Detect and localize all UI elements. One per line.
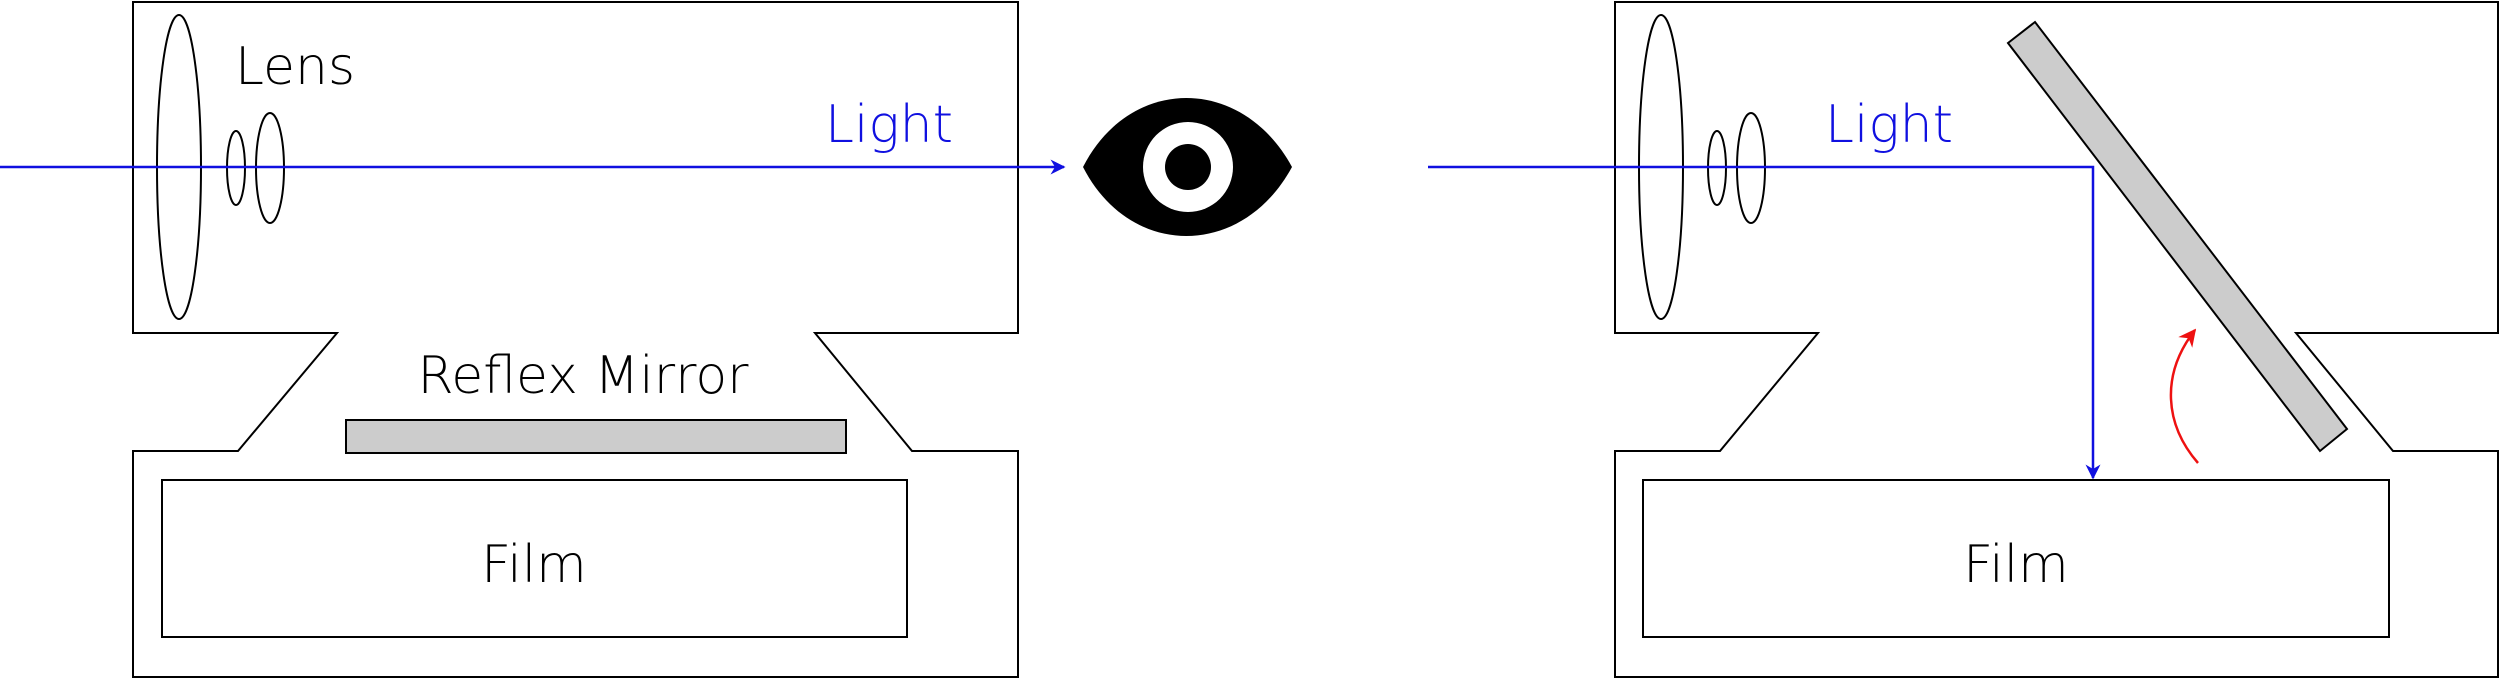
light-label: Light <box>825 95 953 155</box>
light-ray <box>1428 165 2101 480</box>
left-camera: Lens Light Reflex Mirror Film <box>0 1 1066 678</box>
flipped-reflex-mirror <box>2006 20 2349 453</box>
lens-label: Lens <box>235 37 355 97</box>
film-box <box>1642 479 2390 638</box>
eye-icon <box>1083 98 1292 236</box>
film-label: Film <box>481 535 587 595</box>
light-label: Light <box>1825 95 1953 155</box>
film-label: Film <box>1963 535 2069 595</box>
right-camera: Light Film <box>1428 1 2499 678</box>
camera-body-outline <box>132 1 1019 678</box>
film-box <box>161 479 908 638</box>
up-arrow-icon <box>2169 328 2199 464</box>
reflex-mirror-label: Reflex Mirror <box>417 346 749 406</box>
camera-body-outline <box>1614 1 2499 678</box>
reflex-mirror <box>345 419 847 454</box>
